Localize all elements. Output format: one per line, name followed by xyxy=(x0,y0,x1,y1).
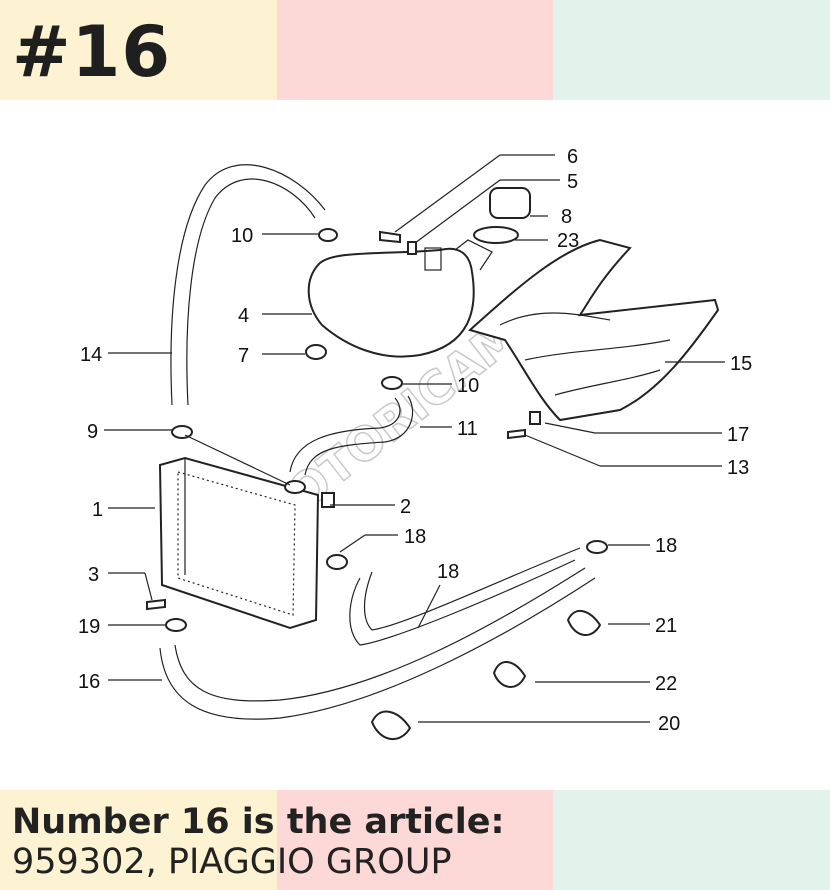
callout-13: 15 xyxy=(730,353,752,375)
header-band-mint xyxy=(553,0,830,100)
callout-12: 14 xyxy=(80,344,102,366)
callout-10-mid: 10 xyxy=(457,375,479,397)
parts-diagram: MOTORICAMBI xyxy=(78,146,752,740)
callout-7: 7 xyxy=(238,345,249,367)
footer-band xyxy=(0,790,830,890)
callout-23: 23 xyxy=(557,230,579,252)
header-band-pink xyxy=(276,0,554,100)
callout-1: 1 xyxy=(92,499,103,521)
radiator-core xyxy=(177,471,296,616)
footer-band-yellow xyxy=(0,790,277,890)
clamps xyxy=(165,228,608,632)
article-caption-value: 959302, PIAGGIO GROUP xyxy=(12,842,452,882)
expansion-tank-4 xyxy=(307,247,475,358)
hose-17 xyxy=(349,559,576,646)
callout-19: 19 xyxy=(78,616,100,638)
callout-11: 11 xyxy=(457,418,478,440)
callout-4: 4 xyxy=(238,305,249,327)
airbox-13 xyxy=(467,238,720,422)
hose-16 xyxy=(159,577,596,720)
callout-8: 8 xyxy=(561,206,572,228)
page-title: #16 xyxy=(12,11,172,93)
hose-16-inner xyxy=(174,567,586,702)
airbox-13-rib3 xyxy=(554,369,661,396)
callout-18-right: 18 xyxy=(655,535,677,557)
tank-neck xyxy=(454,239,493,271)
callout-5: 5 xyxy=(567,171,578,193)
callout-2: 2 xyxy=(400,496,411,518)
leader-lines xyxy=(104,154,725,723)
callout-17: 18 xyxy=(437,561,459,583)
callout-21: 21 xyxy=(655,615,677,637)
callout-14: 13 xyxy=(727,457,749,479)
article-caption-heading: Number 16 is the article: xyxy=(12,802,505,842)
callout-labels: 6 5 8 23 10 4 7 14 10 11 9 1 2 18 3 19 1… xyxy=(78,146,752,735)
callout-15: 17 xyxy=(727,424,749,446)
callout-3: 3 xyxy=(88,564,99,586)
hose-11-inner xyxy=(304,395,414,476)
footer-band-pink xyxy=(276,790,554,890)
callout-10-top: 10 xyxy=(231,225,253,247)
hose-17-inner xyxy=(363,547,581,631)
callout-22: 22 xyxy=(655,673,677,695)
airbox-13-rib xyxy=(499,312,611,326)
callout-6: 6 xyxy=(567,146,578,168)
header-band-yellow xyxy=(0,0,277,100)
hose-12-inner xyxy=(186,178,316,406)
hose-12 xyxy=(170,164,326,406)
airbox-13-rib2 xyxy=(524,339,671,361)
callout-16: 16 xyxy=(78,671,100,693)
footer-band-mint xyxy=(553,790,830,890)
small-parts xyxy=(146,187,602,740)
tank-bracket xyxy=(424,247,442,271)
callout-18-left: 18 xyxy=(404,526,426,548)
header-band xyxy=(0,0,830,100)
callout-20: 20 xyxy=(658,713,680,735)
callout-9: 9 xyxy=(87,421,98,443)
hose-11 xyxy=(289,397,401,473)
